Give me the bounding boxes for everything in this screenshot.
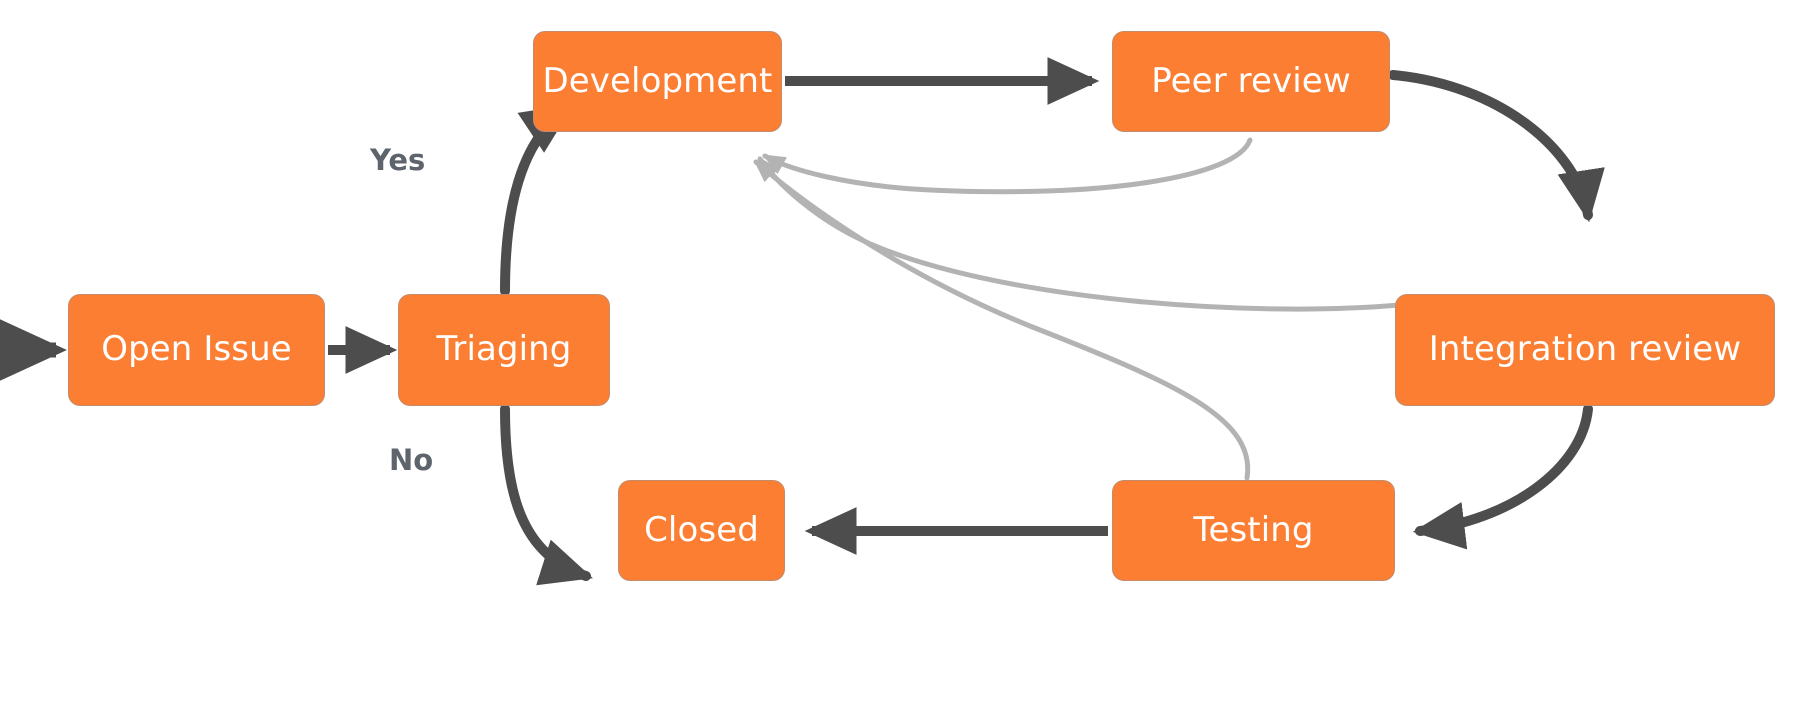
node-integration-review-label: Integration review [1428,329,1742,369]
edge-label-no: No [389,443,434,477]
node-testing[interactable]: Testing [1112,480,1395,581]
node-closed-label: Closed [644,509,759,550]
node-triaging[interactable]: Triaging [398,294,610,406]
edge-integration-review-testing [1412,404,1593,550]
edge-peer-review-development-feedback [762,137,1253,195]
node-triaging-label: Triaging [436,329,572,369]
node-peer-review[interactable]: Peer review [1112,31,1390,132]
node-development-label: Development [542,60,773,101]
edge-triaging-development [500,103,575,296]
node-testing-label: Testing [1193,509,1314,550]
edge-label-yes: Yes [370,143,426,177]
node-peer-review-label: Peer review [1151,60,1351,101]
edge-testing-development-feedback [753,159,1251,481]
node-integration-review[interactable]: Integration review [1395,294,1775,406]
edge-integration-review-development-feedback [757,156,1403,312]
node-development[interactable]: Development [533,31,782,132]
edge-peer-review-integration-review [1388,70,1605,223]
edge-triaging-closed [500,404,593,586]
node-closed[interactable]: Closed [618,480,785,581]
node-open-issue[interactable]: Open Issue [68,294,325,406]
node-open-issue-label: Open Issue [101,329,292,369]
